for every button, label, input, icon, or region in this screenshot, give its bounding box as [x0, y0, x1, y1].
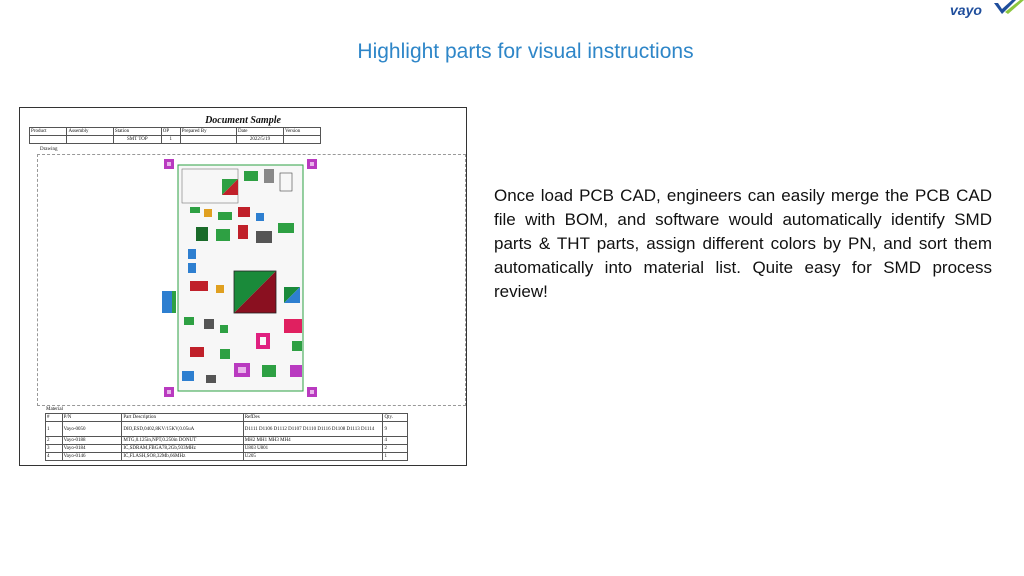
material-col-description: Part Description: [121, 413, 244, 422]
material-row: 3 Vayo-0184 IC,SDRAM,FBGA78,2Gb,933MHz U…: [45, 444, 408, 453]
header-col-date: Date: [236, 127, 285, 136]
header-col-product: Product: [28, 127, 68, 136]
slide-description: Once load PCB CAD, engineers can easily …: [494, 186, 992, 301]
header-col-op: OP: [160, 127, 181, 136]
material-col-qty: Qty.: [382, 413, 408, 422]
header-val-prepared-by: [179, 135, 238, 144]
header-val-product: [28, 135, 68, 144]
header-col-station: Station: [112, 127, 162, 136]
material-col-pn: P/N: [61, 413, 123, 422]
material-header-row: # P/N Part Description RefDes Qty.: [45, 413, 408, 422]
document-title: Document Sample: [205, 115, 281, 126]
material-label: Material: [46, 407, 63, 412]
drawing-area: [37, 154, 466, 406]
vayo-logo: vayo: [950, 0, 1024, 18]
document-sample: Document Sample Product Assembly Station…: [19, 107, 467, 466]
pcb-drawing: [160, 157, 321, 399]
header-val-version: [283, 135, 321, 144]
svg-text:vayo: vayo: [950, 2, 982, 18]
header-val-station: SMT TOP: [112, 135, 162, 144]
drawing-label: Drawing: [40, 147, 58, 152]
material-col-index: #: [45, 413, 63, 422]
material-row: 2 Vayo-0188 MTG,0.125in,NPT,0.250in DONU…: [45, 436, 408, 445]
header-val-assembly: [66, 135, 114, 144]
header-col-version: Version: [283, 127, 321, 136]
material-table: # P/N Part Description RefDes Qty. 1 Vay…: [45, 413, 408, 461]
header-col-prepared-by: Prepared By: [179, 127, 238, 136]
material-row: 1 Vayo-0050 DIO,ESD,0402,8KV/15KV,0.05uA…: [45, 421, 408, 437]
material-row: 4 Vayo-0146 IC,FLASH,SO8,32Mb,66MHz U205…: [45, 452, 408, 461]
slide-title: Highlight parts for visual instructions: [357, 40, 694, 63]
header-val-date: 2022/5/19: [236, 135, 285, 144]
material-col-refdes: RefDes: [242, 413, 384, 422]
header-val-op: 1: [160, 135, 181, 144]
header-col-assembly: Assembly: [66, 127, 114, 136]
document-header-table: Product Assembly Station OP Prepared By …: [28, 127, 321, 144]
